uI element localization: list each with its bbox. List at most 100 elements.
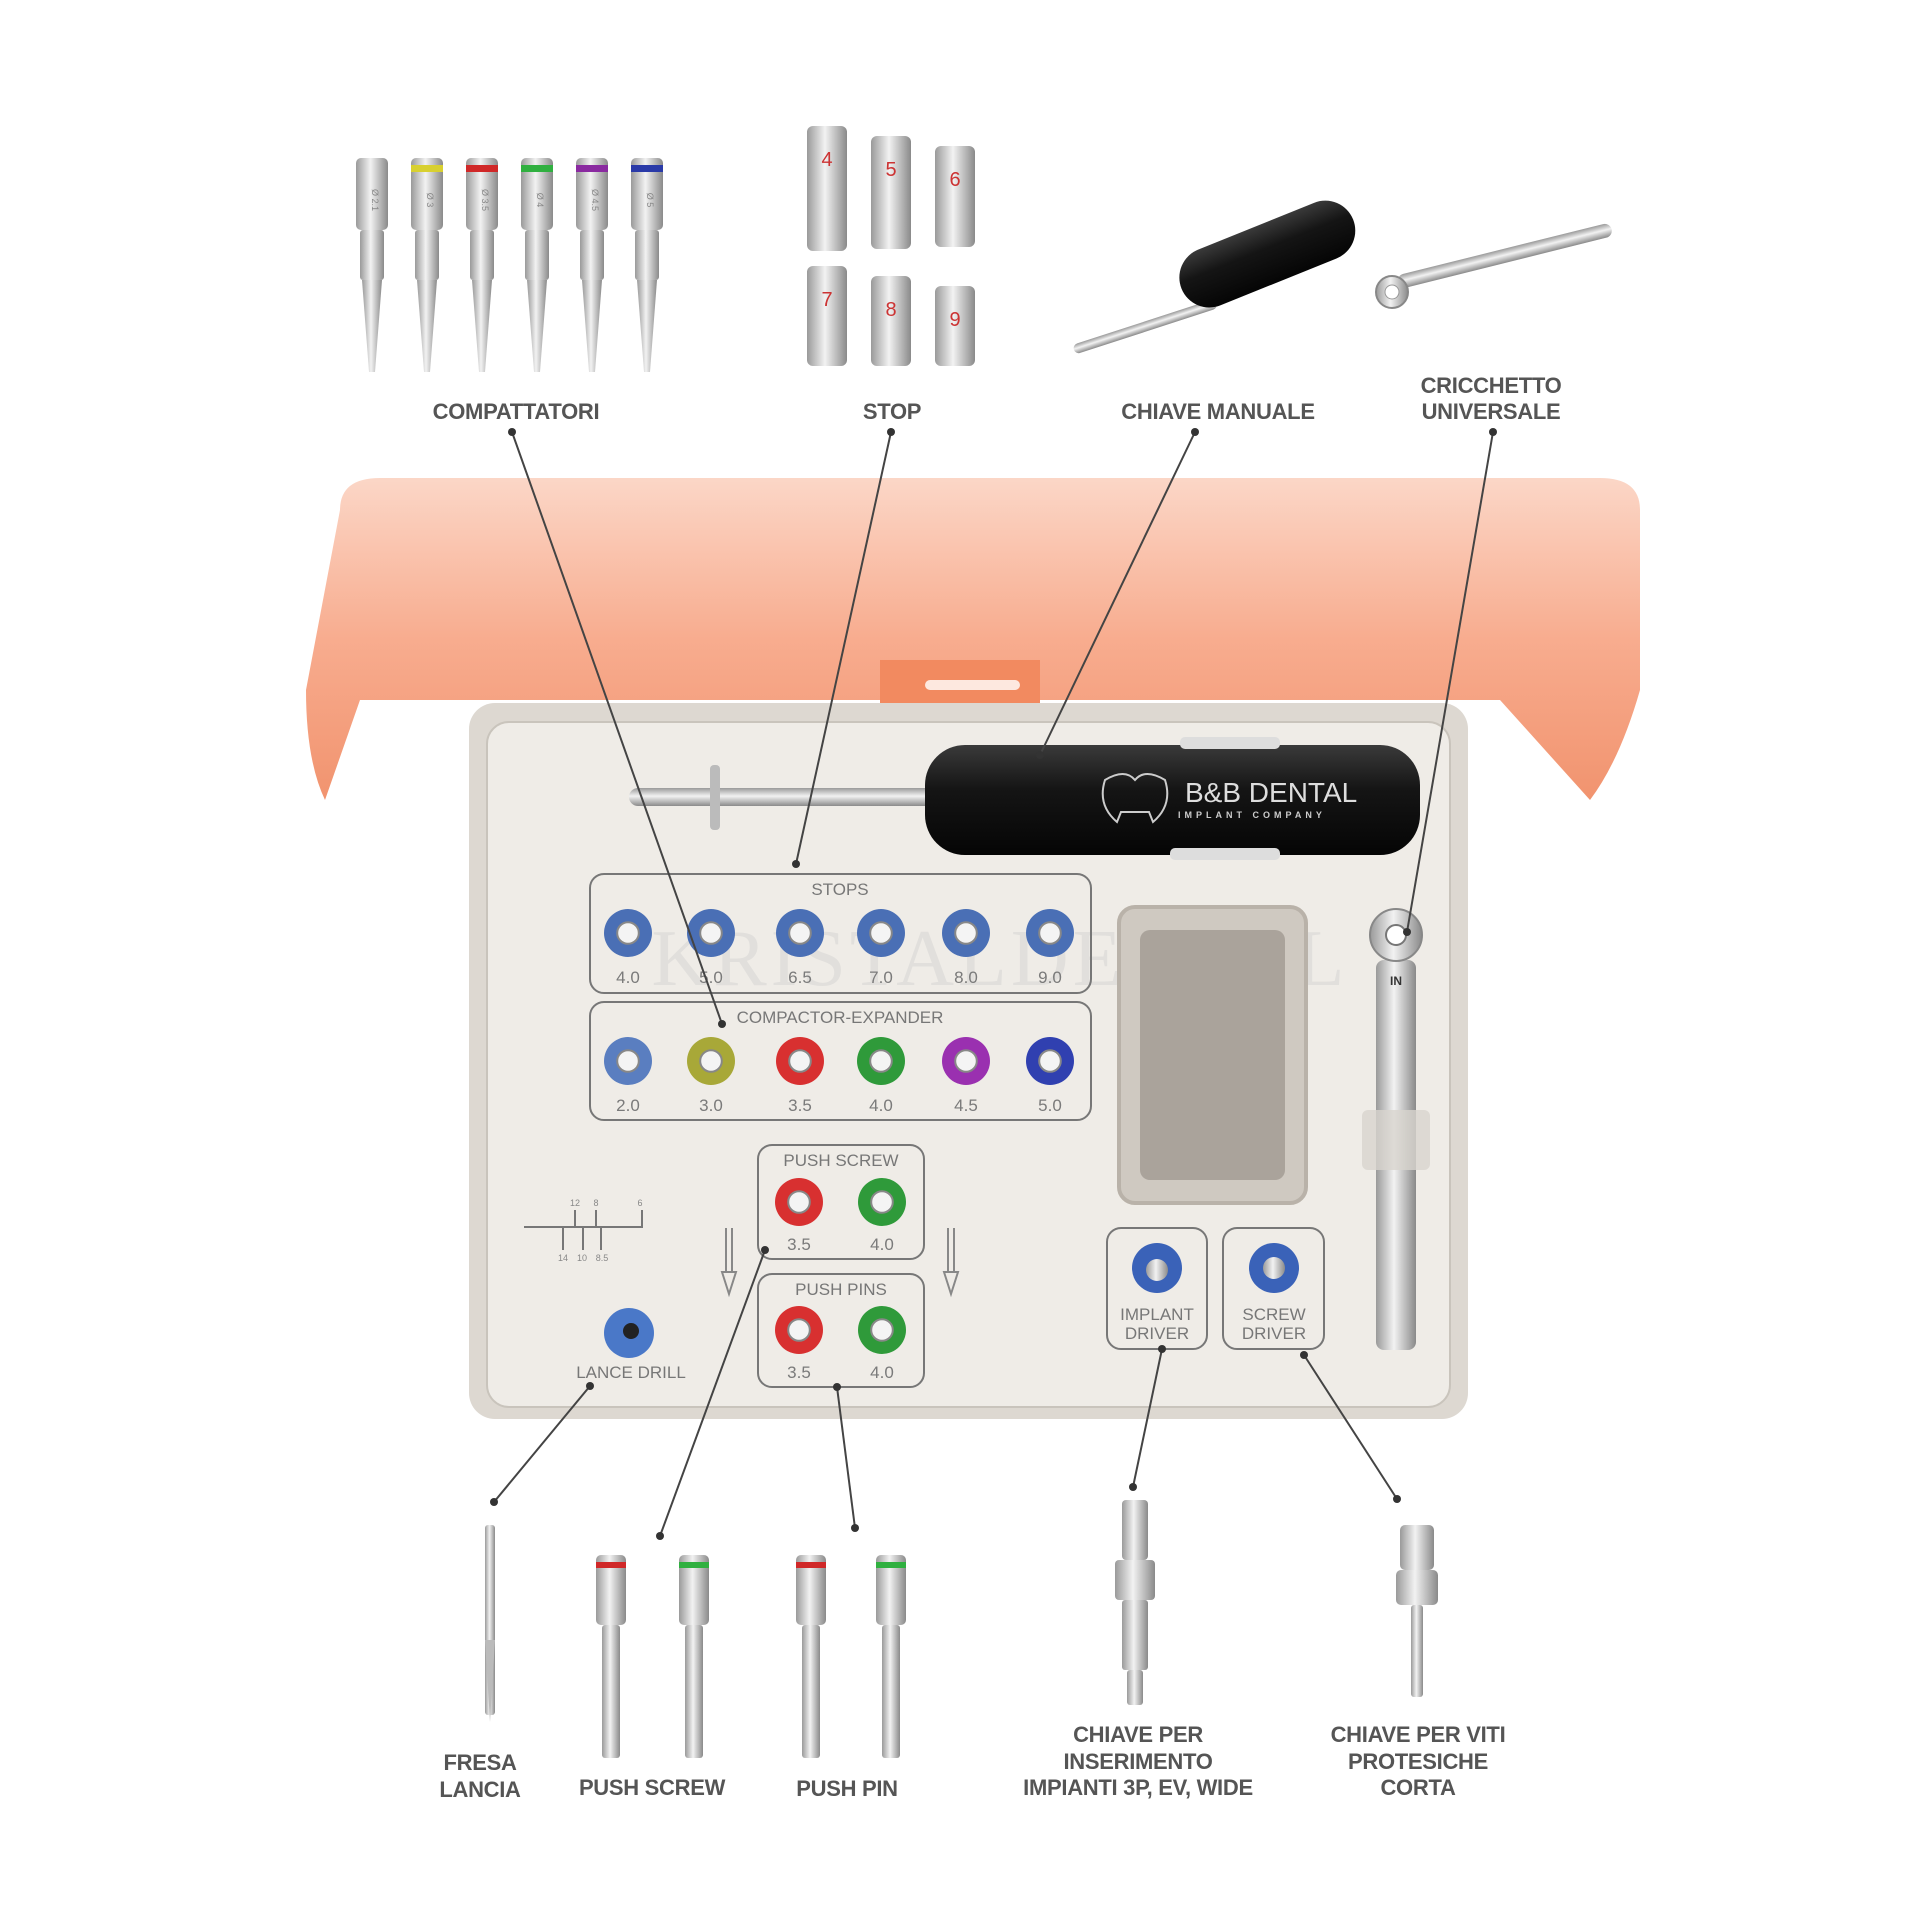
leader-dot — [1191, 428, 1199, 436]
leader-dot — [851, 1524, 859, 1532]
callout-chiave-viti-line1: CHIAVE PER VITI — [1331, 1722, 1506, 1747]
tray-slot[interactable]: 4.0 — [857, 1037, 905, 1115]
push-screw-tool — [596, 1555, 626, 1758]
leader-lines — [490, 428, 1497, 1540]
stop-piece-number: 5 — [885, 159, 896, 181]
leader-line — [1039, 431, 1196, 756]
compactor-tool: Ø 4.5 — [576, 158, 608, 372]
tray-slot[interactable]: 3.5 — [775, 1178, 823, 1254]
brand-name: B&B DENTAL — [1185, 777, 1357, 808]
tray-slot[interactable]: 7.0 — [857, 909, 905, 987]
tray-slot[interactable]: 3.5 — [775, 1306, 823, 1382]
compactor-tool: Ø 5 — [631, 158, 663, 372]
leader-line — [493, 1385, 591, 1503]
tray-slot[interactable]: 6.5 — [776, 909, 824, 987]
manual-key-in-tray[interactable]: B&B DENTAL IMPLANT COMPANY — [629, 737, 1420, 860]
compactor-tool-label: Ø 4.5 — [590, 189, 600, 211]
stop-piece-number: 8 — [885, 299, 896, 321]
depth-label: 8.5 — [596, 1253, 609, 1263]
tray-slot[interactable]: 5.0 — [1026, 1037, 1074, 1115]
stop-piece-number: 9 — [949, 309, 960, 331]
push-screw-title: PUSH SCREW — [783, 1151, 898, 1170]
callout-fresa-line1: FRESA — [443, 1750, 516, 1775]
push-screw-tool — [679, 1555, 709, 1758]
lance-drill-label: LANCE DRILL — [576, 1363, 686, 1382]
stop-piece-number: 7 — [821, 289, 832, 311]
push-pins-title: PUSH PINS — [795, 1280, 887, 1299]
slot-label: 4.0 — [870, 1235, 894, 1254]
depth-label: 12 — [570, 1198, 580, 1208]
leader-dot — [887, 428, 895, 436]
leader-dot — [656, 1532, 664, 1540]
manual-key-image — [1073, 200, 1356, 354]
short-prosthetic-screw-key-image — [1396, 1525, 1438, 1697]
down-arrow-icon — [720, 1228, 738, 1298]
callout-push-screw: PUSH SCREW — [579, 1775, 726, 1800]
callout-compattatori: COMPATTATORI — [433, 399, 600, 424]
callout-chiave-inserimento-line2: INSERIMENTO — [1063, 1749, 1212, 1774]
callout-chiave-inserimento-line1: CHIAVE PER — [1073, 1722, 1203, 1747]
leader-dot — [718, 1020, 726, 1028]
compactor-tool-label: Ø 2.1 — [370, 189, 380, 211]
tray-slot[interactable]: 9.0 — [1026, 909, 1074, 987]
lance-drill-image — [485, 1525, 495, 1722]
implant-driver-label: IMPLANT — [1120, 1305, 1194, 1324]
tray-slot[interactable]: 3.0 — [687, 1037, 735, 1115]
depth-label: 8 — [593, 1198, 598, 1208]
callout-chiave-viti-line3: CORTA — [1380, 1775, 1455, 1800]
leader-line — [1132, 1348, 1163, 1488]
compactor-tool-label: Ø 3 — [425, 193, 435, 208]
lance-drill-tip — [623, 1323, 639, 1339]
leader-dot — [1489, 428, 1497, 436]
slot-label: 3.5 — [787, 1363, 811, 1382]
stop-piece: 8 — [871, 276, 911, 366]
callout-stop: STOP — [863, 399, 921, 424]
brand-logo-icon — [1101, 773, 1169, 824]
compactor-expander-box — [589, 1001, 1092, 1121]
push-pin-tool — [876, 1555, 906, 1758]
ratchet-in-tray[interactable]: IN — [1362, 908, 1430, 1350]
screw-driver-box — [1222, 1227, 1325, 1350]
implant-driver-label: DRIVER — [1125, 1324, 1189, 1343]
slot-label: 6.5 — [788, 968, 812, 987]
stop-piece-number: 4 — [821, 149, 832, 171]
leader-line — [1406, 431, 1494, 933]
callout-chiave-inserimento-line3: IMPIANTI 3P, EV, WIDE — [1023, 1775, 1253, 1800]
compactor-tool-label: Ø 4 — [535, 193, 545, 208]
universal-ratchet-image — [1375, 223, 1612, 309]
implant-driver-box — [1106, 1227, 1208, 1350]
callout-push-pin: PUSH PIN — [796, 1776, 898, 1801]
compactor-expander-title: COMPACTOR-EXPANDER — [737, 1008, 944, 1027]
implant-driver-head — [1146, 1259, 1168, 1281]
compactor-tool: Ø 3.5 — [466, 158, 498, 372]
slot-label: 8.0 — [954, 968, 978, 987]
tray-slot[interactable]: 4.0 — [604, 909, 652, 987]
leader-dot — [586, 1382, 594, 1390]
tray-slot[interactable]: 5.0 — [687, 909, 735, 987]
tray-slot[interactable]: 2.0 — [604, 1037, 652, 1115]
leader-dot — [1036, 751, 1044, 759]
depth-label: 6 — [637, 1198, 642, 1208]
compactor-tool: Ø 4 — [521, 158, 553, 372]
tray-slot[interactable]: 4.5 — [942, 1037, 990, 1115]
callout-chiave-viti-line2: PROTESICHE — [1348, 1749, 1488, 1774]
leader-line — [1303, 1354, 1398, 1500]
slot-label: 4.0 — [870, 1363, 894, 1382]
depth-scale — [524, 1210, 643, 1250]
leader-dot — [1158, 1345, 1166, 1353]
tray-slot[interactable]: 4.0 — [858, 1306, 906, 1382]
slot-label: 5.0 — [1038, 1096, 1062, 1115]
leader-dot — [833, 1383, 841, 1391]
leader-dot — [490, 1498, 498, 1506]
slot-label: 7.0 — [869, 968, 893, 987]
screw-driver-label: SCREW — [1242, 1305, 1305, 1324]
slot-label: 4.0 — [869, 1096, 893, 1115]
leader-dot — [1403, 928, 1411, 936]
slot-label: 9.0 — [1038, 968, 1062, 987]
tray-slot[interactable]: 8.0 — [942, 909, 990, 987]
stop-piece: 6 — [935, 146, 975, 247]
tray-slot[interactable]: 4.0 — [858, 1178, 906, 1254]
screw-driver-label: DRIVER — [1242, 1324, 1306, 1343]
tray-slot[interactable]: 3.5 — [776, 1037, 824, 1115]
